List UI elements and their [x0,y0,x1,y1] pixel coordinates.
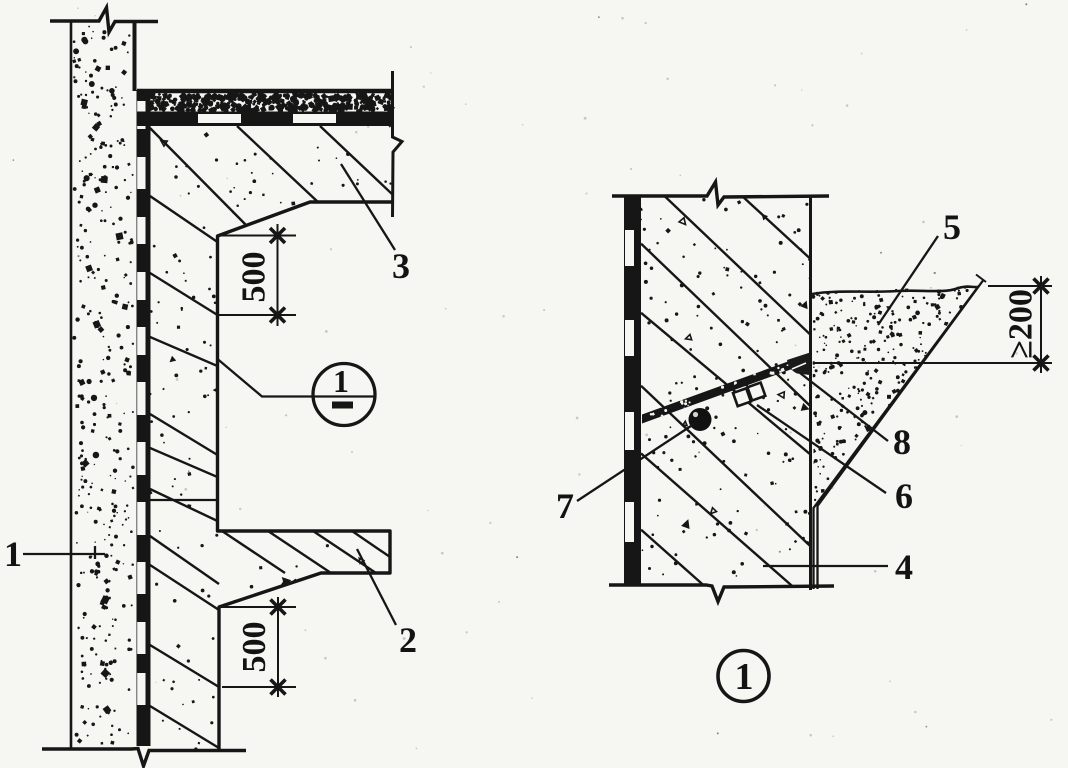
dim-upper-500: 500 [217,224,296,326]
dim-tick [269,598,287,616]
dim-lower-500: 500 [220,597,296,697]
dim-tick [1032,277,1050,295]
clamp-square-right [745,380,767,403]
bottom-break-line-right [609,583,835,607]
callout-sheet-dash [332,401,353,409]
label-leader [877,235,939,326]
waterproofing-membrane [136,90,151,746]
label-leader [756,404,887,494]
callout-number: 1 [333,363,349,399]
board-inner-line [812,284,980,589]
board-end-cap [975,273,987,283]
concrete-hatch [150,126,393,750]
label-text-4: 4 [895,547,913,587]
tick-stroke [268,306,287,324]
dim-200: ≥200 [813,276,1052,373]
part-label-8: 8 [799,372,911,462]
label-text-5: 5 [943,207,961,247]
label-text-8: 8 [893,422,911,462]
tick-stroke [1032,277,1050,295]
callout-circle [311,361,377,428]
joint-band-body [642,353,810,424]
dim-tick [269,678,287,696]
label-text-2: 2 [399,620,417,660]
label-leader [799,372,889,442]
wall-stipple-texture [72,25,135,745]
label-leader [340,163,396,251]
slab-break-line [391,71,405,218]
form-board [812,273,987,589]
floor-slab [137,88,395,126]
slab-membrane-band [137,111,393,126]
tick-stroke [269,678,287,696]
dim-tick [268,226,287,245]
part-label-1: 1 [4,534,105,574]
wall-section [641,196,812,590]
slab-band-dash [293,114,336,123]
bead-highlight [692,411,699,418]
tick-stroke [269,598,287,616]
bubble-number: 1 [735,656,754,698]
part-label-2: 2 [355,548,417,660]
bead-body [688,408,712,431]
membrane-dashes [625,230,634,542]
slab-band-dash [198,114,241,123]
label-text-7: 7 [556,486,574,526]
exterior-wall [69,21,137,749]
part-label-6: 6 [756,404,913,516]
part-label-3: 3 [340,163,410,286]
waterstop-bead [688,408,712,431]
slab-grain-texture [147,90,395,115]
label-leader [576,423,695,502]
detail-callout: 1 [216,358,377,428]
part-label-7: 7 [556,423,695,526]
wall-speckle [641,196,811,577]
bubble-circle [716,648,771,704]
concrete-outline [215,200,393,750]
part-label-5: 5 [877,207,961,326]
scan-noise [12,3,1053,750]
membrane-body [624,196,641,585]
label-leader [355,548,398,626]
callout-leader [216,358,313,398]
waterproofing-membrane-right [624,196,641,585]
clamp-square-left [731,386,753,408]
part-label-4: 4 [763,547,913,587]
dim-tick [1032,354,1050,372]
detail-number-bubble: 1 [716,648,771,704]
tick-stroke [268,226,287,245]
tick-stroke [1032,354,1050,372]
label-text-3: 3 [392,246,410,286]
label-text-1: 1 [4,534,22,574]
label-text-6: 6 [895,476,913,516]
dim-text-200: ≥200 [1003,289,1040,359]
clamp-profile [731,380,767,408]
top-break-line [50,1,158,38]
top-break-line-right [612,176,830,210]
bottom-break-line [42,746,246,768]
right-detail-section: ≥200 5 8 6 7 4 1 [556,176,1052,704]
dim-text-500-lower: 500 [236,622,273,673]
wedge-top-surface [811,285,978,296]
dim-text-500-upper: 500 [236,252,273,303]
dim-tick [268,306,287,324]
blob-streak [791,362,807,370]
